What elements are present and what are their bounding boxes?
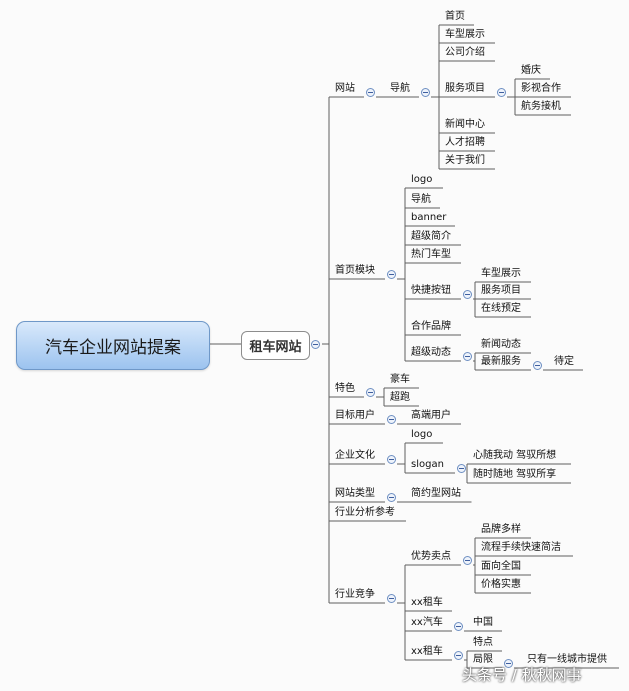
branch-node[interactable]: 网站类型: [335, 488, 375, 499]
mindmap-node[interactable]: logo: [411, 174, 433, 185]
branch-node[interactable]: 首页模块: [335, 265, 375, 276]
branch-node[interactable]: 行业竞争: [335, 589, 375, 600]
mindmap-node[interactable]: 品牌多样: [481, 524, 521, 535]
collapse-toggle-icon[interactable]: [421, 88, 430, 97]
mindmap-node[interactable]: 价格实惠: [481, 579, 521, 590]
mindmap-node[interactable]: xx租车: [411, 597, 443, 608]
mindmap-node[interactable]: 服务项目: [445, 83, 485, 94]
subroot-node[interactable]: 租车网站: [241, 331, 310, 360]
mindmap-node[interactable]: 车型展示: [481, 268, 521, 279]
mindmap-node[interactable]: 只有一线城市提供: [527, 654, 607, 665]
mindmap-node[interactable]: 超级动态: [411, 347, 451, 358]
collapse-toggle-icon[interactable]: [504, 659, 513, 668]
mindmap-node[interactable]: logo: [411, 429, 433, 440]
mindmap-node[interactable]: 面向全国: [481, 561, 521, 572]
mindmap-node[interactable]: 心随我动 驾驭所想: [473, 450, 557, 461]
mindmap-node[interactable]: 优势卖点: [411, 551, 451, 562]
mindmap-node[interactable]: 航务接机: [521, 101, 561, 112]
collapse-toggle-icon[interactable]: [454, 651, 463, 660]
mindmap-node[interactable]: xx汽车: [411, 617, 443, 628]
mindmap-node[interactable]: 服务项目: [481, 285, 521, 296]
mindmap-node[interactable]: banner: [411, 212, 447, 223]
mindmap-node[interactable]: 最新服务: [481, 356, 521, 367]
collapse-toggle-icon[interactable]: [387, 493, 396, 502]
mindmap-node[interactable]: 随时随地 驾驭所享: [473, 469, 557, 480]
mindmap-node[interactable]: 豪车: [390, 374, 410, 385]
branch-node[interactable]: 企业文化: [335, 450, 375, 461]
mindmap-node[interactable]: 局限: [473, 654, 493, 665]
collapse-toggle-icon[interactable]: [387, 270, 396, 279]
collapse-toggle-icon[interactable]: [387, 594, 396, 603]
mindmap-node[interactable]: 车型展示: [445, 29, 485, 40]
mindmap-node[interactable]: 简约型网站: [411, 488, 461, 499]
mindmap-node[interactable]: 影视合作: [521, 83, 561, 94]
collapse-toggle-icon[interactable]: [497, 88, 506, 97]
mindmap-node[interactable]: 新闻动态: [481, 339, 521, 350]
collapse-toggle-icon[interactable]: [533, 361, 542, 370]
mindmap-node[interactable]: 公司介绍: [445, 47, 485, 58]
mindmap-node[interactable]: 热门车型: [411, 249, 451, 260]
collapse-toggle-icon[interactable]: [463, 556, 472, 565]
collapse-toggle-icon[interactable]: [463, 352, 472, 361]
mindmap-node[interactable]: xx租车: [411, 646, 443, 657]
mindmap-node[interactable]: 新闻中心: [445, 119, 485, 130]
branch-node[interactable]: 行业分析参考: [335, 507, 395, 518]
mindmap-node[interactable]: 人才招聘: [445, 137, 485, 148]
mindmap-node[interactable]: 婚庆: [521, 65, 541, 76]
mindmap-node[interactable]: 在线预定: [481, 303, 521, 314]
collapse-toggle-icon[interactable]: [387, 455, 396, 464]
mindmap-node[interactable]: 超级简介: [411, 231, 451, 242]
mindmap-node[interactable]: 高端用户: [411, 410, 451, 421]
collapse-toggle-icon[interactable]: [454, 622, 463, 631]
branch-node[interactable]: 网站: [335, 83, 355, 94]
mindmap-node[interactable]: 特点: [473, 637, 493, 648]
collapse-toggle-icon[interactable]: [457, 464, 466, 473]
subroot-toggle-icon[interactable]: [311, 340, 320, 349]
mindmap-node[interactable]: 关于我们: [445, 155, 485, 166]
mindmap-node[interactable]: 中国: [473, 617, 493, 628]
mindmap-node[interactable]: 合作品牌: [411, 321, 451, 332]
mindmap-node[interactable]: 超跑: [390, 392, 410, 403]
mindmap-node[interactable]: 流程手续快速简洁: [481, 542, 561, 553]
collapse-toggle-icon[interactable]: [366, 388, 375, 397]
mindmap-node[interactable]: 导航: [390, 83, 410, 94]
mindmap-node[interactable]: 导航: [411, 194, 431, 205]
mindmap-node[interactable]: 待定: [554, 356, 574, 367]
collapse-toggle-icon[interactable]: [463, 290, 472, 299]
root-node[interactable]: 汽车企业网站提案: [16, 321, 210, 370]
watermark: 头条号 / 秋秋网事: [462, 666, 582, 684]
mindmap-node[interactable]: 快捷按钮: [411, 285, 451, 296]
mindmap-node[interactable]: slogan: [411, 459, 444, 470]
branch-node[interactable]: 特色: [335, 383, 355, 394]
collapse-toggle-icon[interactable]: [366, 88, 375, 97]
mindmap-node[interactable]: 首页: [445, 11, 465, 22]
branch-node[interactable]: 目标用户: [335, 410, 375, 421]
collapse-toggle-icon[interactable]: [387, 415, 396, 424]
